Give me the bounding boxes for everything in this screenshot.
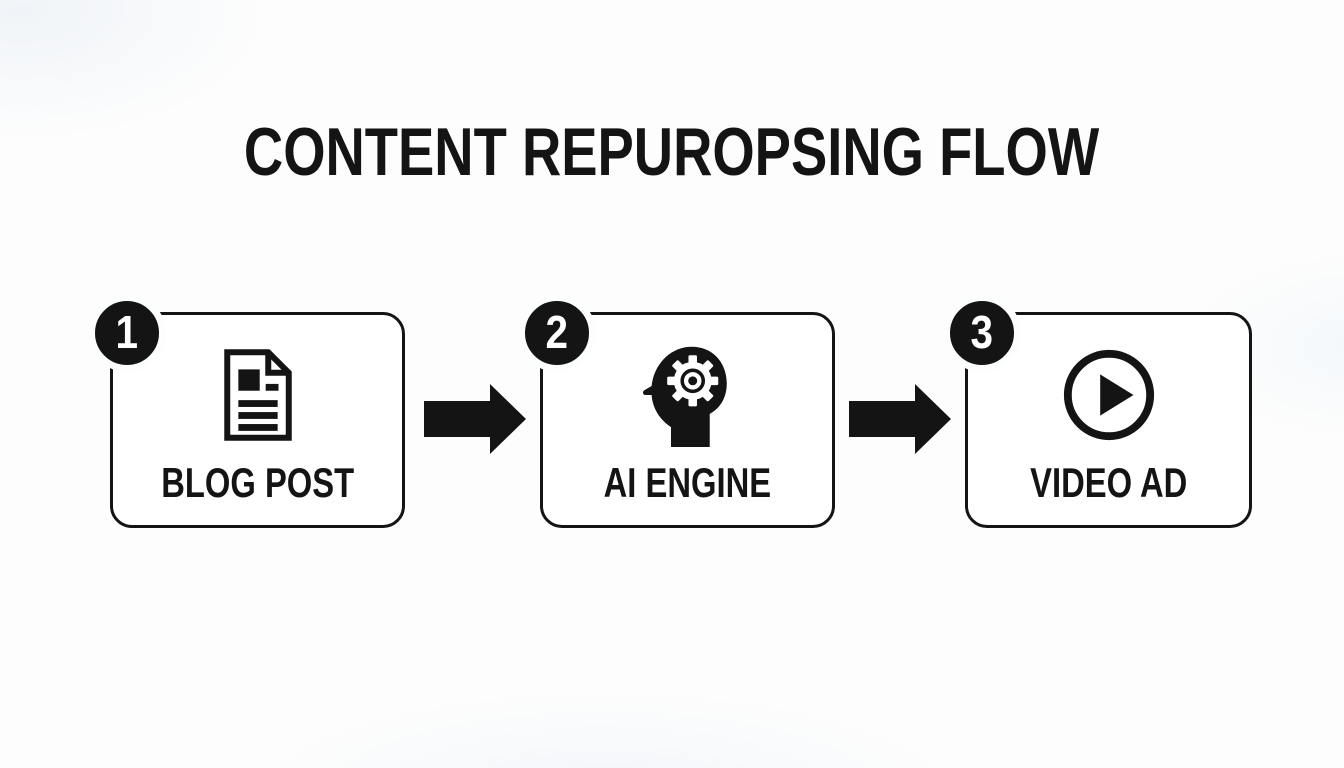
step-3-number-badge: 3 — [943, 294, 1021, 372]
arrow-right-icon — [849, 384, 951, 454]
step-2-label-text: AI ENGINE — [603, 459, 772, 506]
step-3-label-text: VIDEO AD — [1029, 459, 1188, 506]
step-1-number-badge: 1 — [88, 294, 166, 372]
document-icon — [113, 343, 402, 447]
step-1-label: BLOG POST — [113, 462, 402, 504]
arrow-right-icon — [424, 384, 526, 454]
step-2-number: 2 — [545, 305, 569, 358]
diagram-title-text: CONTENT REPUROPSING FLOW — [244, 114, 1100, 190]
step-2-label: AI ENGINE — [543, 462, 832, 504]
play-icon — [968, 343, 1249, 447]
diagram-title: CONTENT REPUROPSING FLOW — [0, 118, 1344, 186]
head-gear-icon — [543, 343, 832, 447]
step-1-label-text: BLOG POST — [161, 459, 354, 506]
step-3-label: VIDEO AD — [968, 462, 1249, 504]
step-box-video-ad: 3 VIDEO AD — [943, 294, 1252, 528]
step-2-number-badge: 2 — [518, 294, 596, 372]
step-3-number: 3 — [970, 305, 994, 358]
step-box-blog-post: 1 BLOG POST — [88, 294, 405, 528]
step-box-ai-engine: 2 — [518, 294, 835, 528]
step-1-number: 1 — [115, 305, 139, 358]
